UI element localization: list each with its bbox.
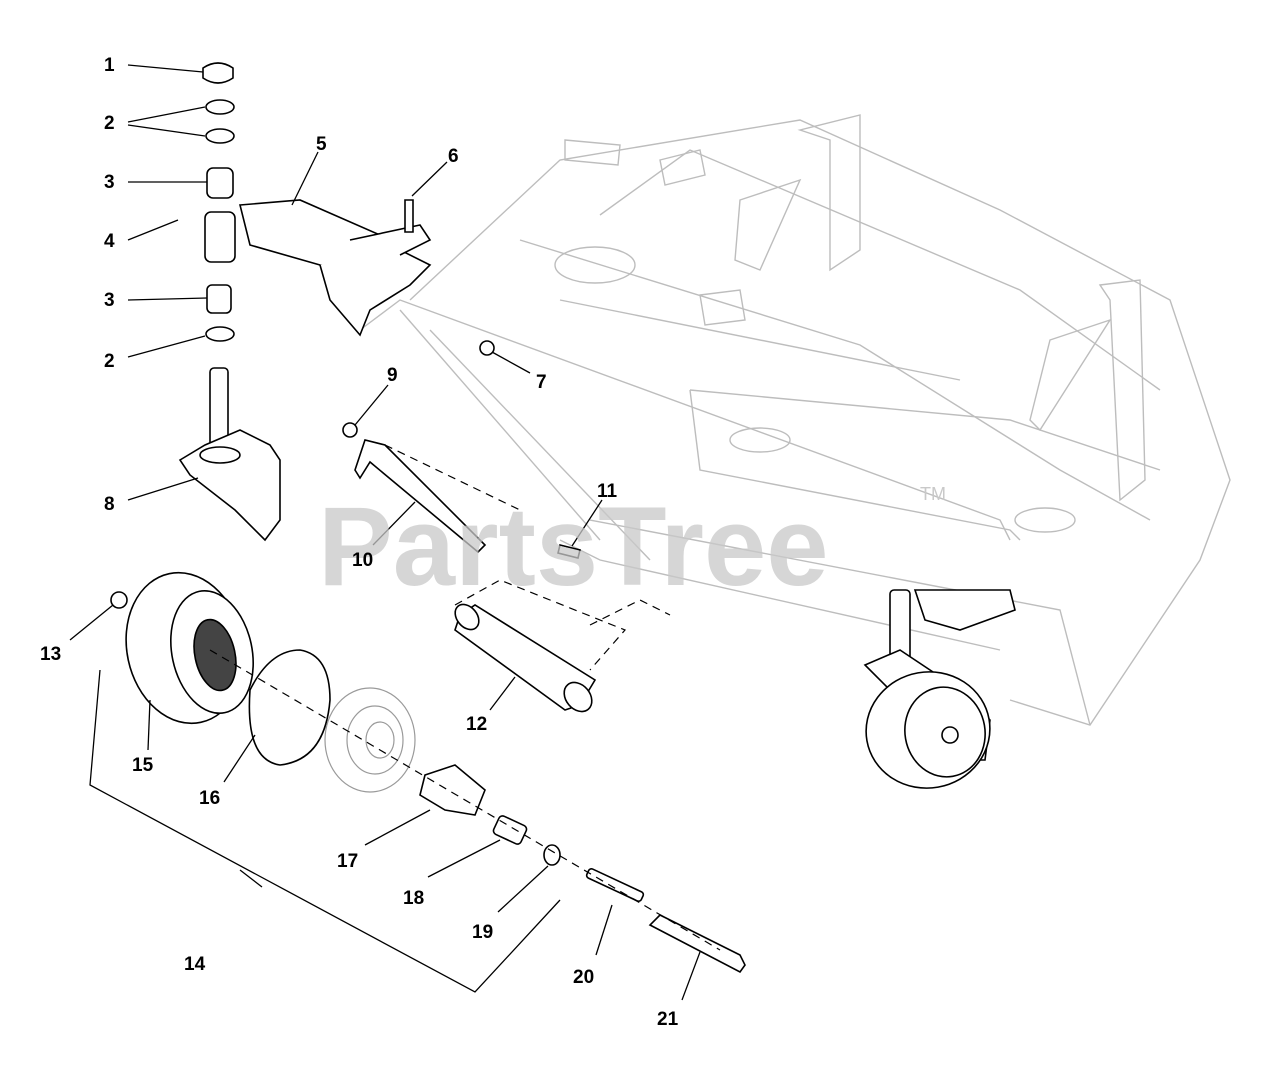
watermark-text: PartsTree [318, 484, 829, 609]
roller-shaft [354, 439, 487, 554]
callout-labels: 1 2 2 3 4 3 2 5 6 7 8 9 10 11 12 13 14 1… [40, 55, 679, 1030]
caster-tube [204, 211, 236, 263]
caster-fork [178, 367, 281, 542]
bearing [492, 815, 528, 845]
leader-lines [69, 64, 701, 1001]
callout-20: 20 [573, 967, 594, 988]
callout-6: 6 [448, 146, 459, 167]
callout-3: 3 [104, 290, 115, 311]
wheel-rim [324, 687, 416, 793]
tire [125, 571, 254, 725]
callout-15: 15 [132, 755, 154, 776]
caster-wheel-assembly [863, 589, 1016, 789]
assembly-bracket [89, 669, 561, 993]
callout-17: 17 [337, 851, 358, 872]
callout-19: 19 [472, 922, 493, 943]
callout-4: 4 [104, 231, 115, 252]
nut-7 [479, 340, 495, 356]
callout-12: 12 [466, 714, 487, 735]
thrust-washer [205, 326, 235, 342]
nut-13 [110, 591, 128, 609]
watermark-trademark: TM [920, 484, 946, 504]
nut-9 [342, 422, 358, 438]
callout-3: 3 [104, 172, 115, 193]
callout-7: 7 [536, 372, 547, 393]
spacer-tube [585, 867, 645, 903]
mower-deck [359, 114, 1231, 726]
grease-cap [202, 62, 234, 84]
thrust-washer [205, 128, 235, 144]
callout-11: 11 [597, 481, 618, 502]
bushing [206, 284, 232, 314]
bushing [206, 167, 234, 199]
caster-arm [238, 199, 432, 337]
callout-10: 10 [352, 550, 373, 571]
callout-8: 8 [104, 494, 115, 515]
bolt-6 [404, 199, 414, 233]
callout-18: 18 [403, 888, 424, 909]
callout-13: 13 [40, 644, 61, 665]
callout-16: 16 [199, 788, 220, 809]
callout-9: 9 [387, 365, 398, 386]
axle-bolt [648, 914, 746, 974]
inner-tube [248, 649, 331, 766]
callout-21: 21 [657, 1009, 679, 1030]
bolt-11 [557, 544, 581, 559]
callout-5: 5 [316, 134, 327, 155]
callout-1: 1 [104, 55, 115, 76]
callout-2: 2 [104, 351, 115, 372]
thrust-washer [205, 99, 235, 115]
callout-2: 2 [104, 113, 115, 134]
spacer [543, 844, 561, 866]
roller [454, 603, 597, 713]
callout-14: 14 [184, 954, 206, 975]
hub [419, 764, 486, 816]
